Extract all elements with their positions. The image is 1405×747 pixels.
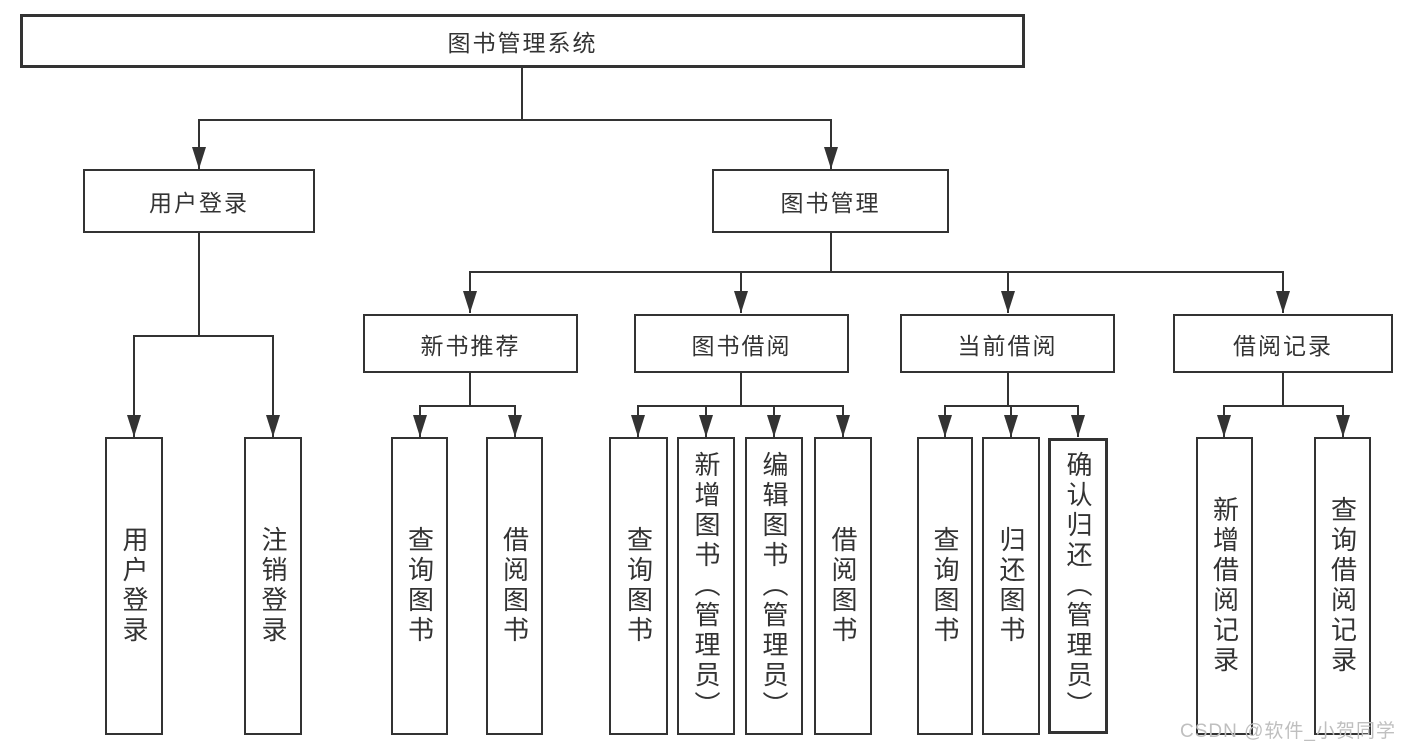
node-current-borrow: 当前借阅 xyxy=(900,314,1115,373)
leaf-recommend-borrow-books: 借阅图书 xyxy=(486,437,543,735)
node-new-book-recommend: 新书推荐 xyxy=(363,314,578,373)
node-user-login: 用户登录 xyxy=(83,169,315,233)
leaf-logout: 注销登录 xyxy=(244,437,302,735)
node-borrow-records: 借阅记录 xyxy=(1173,314,1393,373)
csdn-watermark: CSDN @软件_小贺同学 xyxy=(1180,721,1396,742)
leaf-return-books: 归还图书 xyxy=(982,437,1040,735)
leaf-borrow-query-books: 查询图书 xyxy=(609,437,668,735)
node-book-management: 图书管理 xyxy=(712,169,949,233)
leaf-current-query-books: 查询图书 xyxy=(917,437,973,735)
node-library-management-system: 图书管理系统 xyxy=(20,14,1025,68)
leaf-user-login: 用户登录 xyxy=(105,437,163,735)
leaf-edit-book-admin: 编辑图书（管理员） xyxy=(745,437,803,735)
leaf-recommend-query-books: 查询图书 xyxy=(391,437,448,735)
leaf-confirm-return-admin: 确认归还（管理员） xyxy=(1048,438,1108,734)
leaf-add-borrow-record: 新增借阅记录 xyxy=(1196,437,1253,735)
leaf-borrow-books: 借阅图书 xyxy=(814,437,872,735)
leaf-query-borrow-record: 查询借阅记录 xyxy=(1314,437,1371,735)
node-book-borrow: 图书借阅 xyxy=(634,314,849,373)
leaf-add-book-admin: 新增图书（管理员） xyxy=(677,437,735,735)
